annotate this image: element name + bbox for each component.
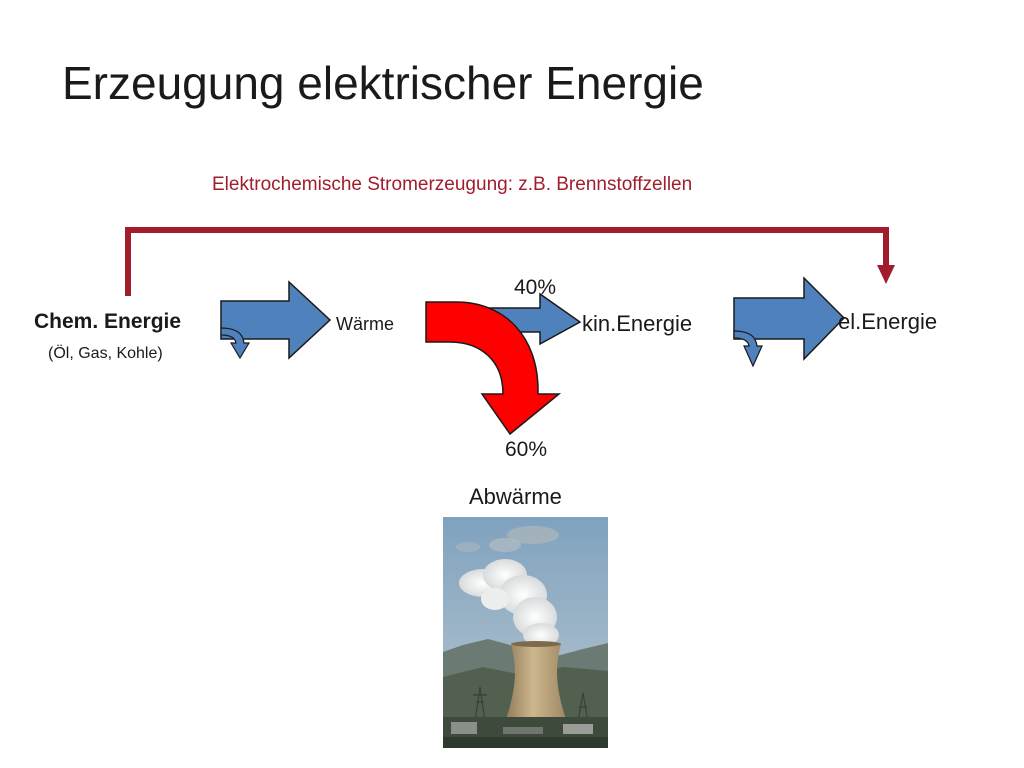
waste-heat-label: Abwärme: [469, 484, 562, 509]
loss-arrow-chem: [220, 327, 251, 360]
useful-share-label: 40%: [514, 276, 557, 299]
bypass-label: Elektrochemische Stromerzeugung: z.B. Br…: [212, 174, 693, 195]
loss-arrow-kinetic: [733, 330, 763, 368]
slide-title: Erzeugung elektrischer Energie: [62, 57, 704, 109]
bypass-arrowhead: [877, 265, 895, 284]
kinetic-energy-label: kin.Energie: [582, 311, 693, 336]
waste-share-label: 60%: [505, 438, 548, 461]
chemical-energy-sources: (Öl, Gas, Kohle): [48, 345, 163, 362]
waste-heat-arrow: [425, 301, 562, 436]
electric-energy-label: el.Energie: [838, 309, 938, 334]
bypass-connector: [125, 227, 889, 296]
heat-label: Wärme: [336, 314, 394, 334]
transfer-arrow-chem-to-heat: [220, 280, 332, 360]
chemical-energy-label: Chem. Energie: [34, 310, 182, 333]
cooling-tower-photo: [443, 517, 608, 748]
